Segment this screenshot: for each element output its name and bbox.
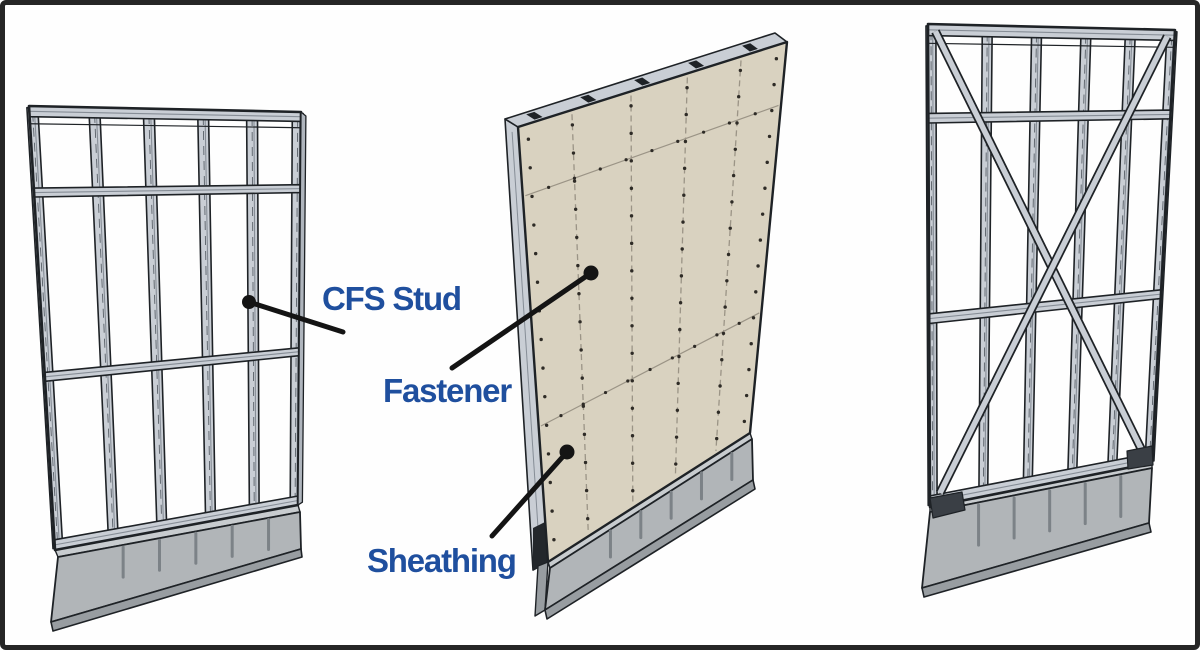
strap-braced-wall-illustration — [921, 22, 1178, 598]
leader-lines — [242, 265, 599, 539]
sheathing-label: Sheathing — [367, 542, 517, 579]
cfs-stud-label: CFS Stud — [322, 280, 462, 317]
fastener-label: Fastener — [383, 372, 512, 409]
stud-frame-wall-illustration — [26, 104, 307, 632]
sheathed-wall-illustration — [504, 32, 789, 620]
